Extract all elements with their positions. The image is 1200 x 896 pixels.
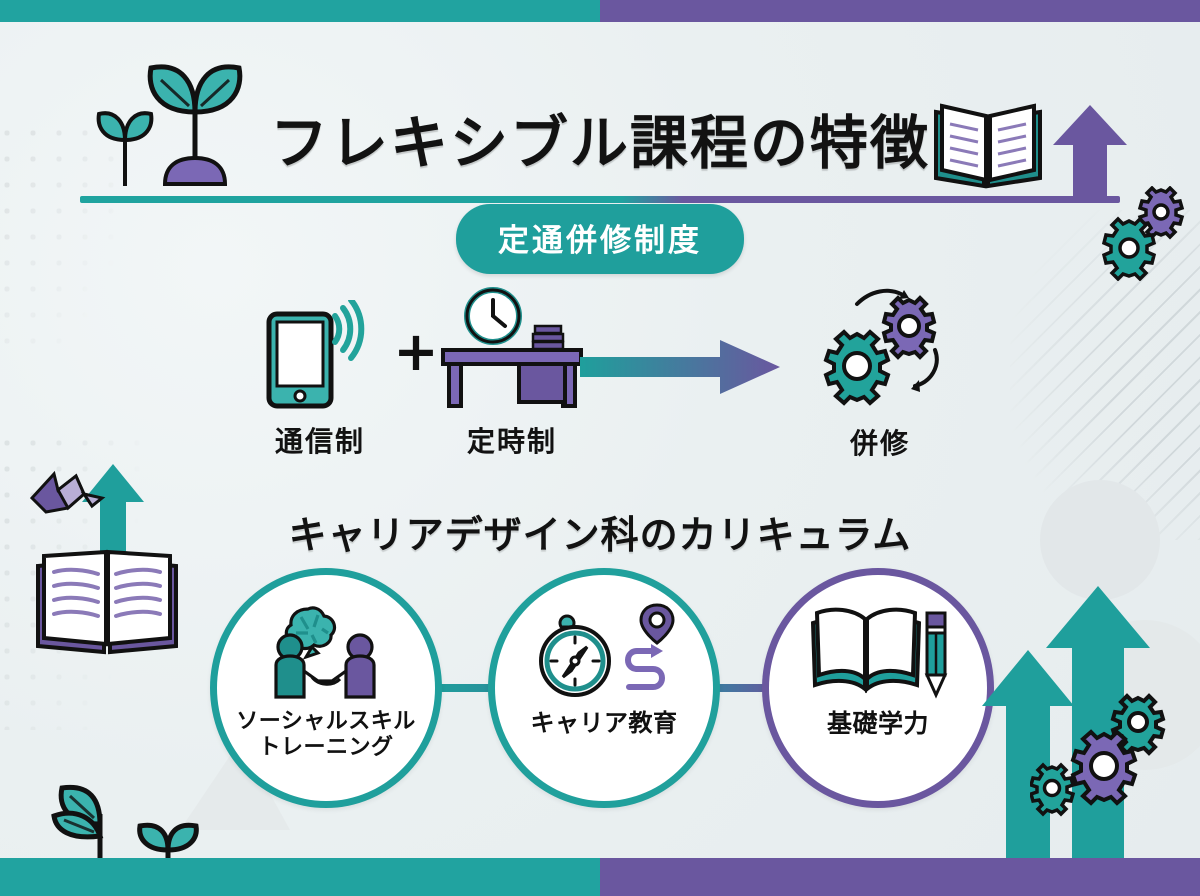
top-bar-teal-segment (0, 0, 600, 22)
flow-diagram: 通信制 + 定時制 (0, 278, 1200, 468)
status-badge: 定通併修制度 (456, 204, 744, 274)
curriculum-circle-label: キャリア教育 (530, 709, 678, 737)
page-title: フレキシブル課程の特徴 (269, 109, 930, 177)
curriculum-circle-label: 基礎学力 (826, 709, 929, 738)
gears-icon (1101, 186, 1185, 281)
flow-item-label: 定時制 (466, 425, 557, 458)
curriculum-circle-social-skill[interactable]: ソーシャルスキル トレーニング (210, 568, 442, 808)
open-book-icon (934, 103, 1042, 189)
curriculum-circle-career-education[interactable]: キャリア教育 (488, 568, 720, 808)
flow-item-heishu: 併修 (805, 288, 955, 462)
desk-clock-icon (441, 287, 583, 408)
tablet-wifi-icon (266, 297, 365, 409)
flow-item-label: 通信制 (274, 425, 365, 458)
bottom-bar-teal-segment (0, 858, 600, 896)
connector-line (700, 684, 778, 692)
label-line-2: トレーニング (258, 734, 394, 760)
flow-item-tsushin: 通信制 (255, 297, 385, 460)
connector-line (430, 684, 508, 692)
compass-route-pin-icon (533, 599, 675, 703)
top-color-bar (0, 0, 1200, 22)
flow-item-label: 併修 (849, 427, 910, 460)
top-bar-purple-segment (600, 0, 1200, 22)
up-arrow-icon (1053, 105, 1127, 201)
curriculum-heading: キャリアデザイン科のカリキュラム (288, 513, 912, 557)
two-gears-icon (823, 288, 939, 406)
flow-item-teiji: 定時制 (437, 286, 587, 460)
label-line-1: ソーシャルスキル (236, 709, 416, 734)
book-pencil-icon (807, 599, 949, 703)
gradient-right-arrow-icon (580, 340, 780, 394)
curriculum-circle-label: ソーシャルスキル トレーニング (228, 709, 424, 761)
title-underline (80, 196, 1120, 203)
bottom-color-bar (0, 858, 1200, 896)
bottom-bar-purple-segment (600, 858, 1200, 896)
curriculum-circles: ソーシャルスキル トレーニング (0, 568, 1200, 808)
plus-symbol: + (393, 320, 439, 383)
handshake-brain-icon (256, 599, 396, 703)
curriculum-circle-basic-academics[interactable]: 基礎学力 (762, 568, 994, 808)
sprout-icon (96, 64, 243, 186)
header: フレキシブル課程の特徴 (0, 46, 1200, 281)
